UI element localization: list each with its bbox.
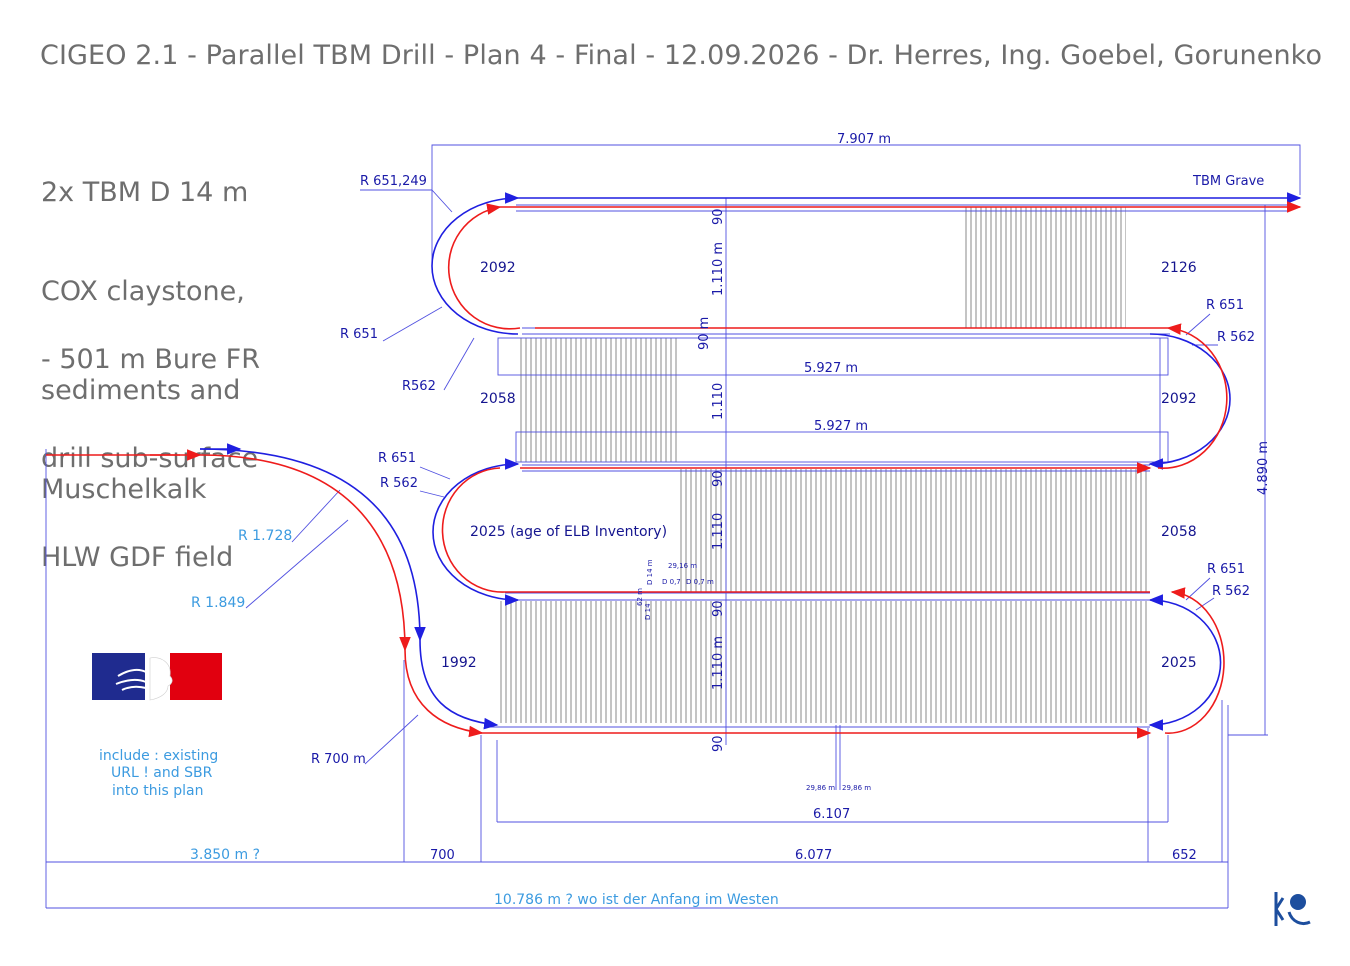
span-label: 5.927 m — [814, 419, 868, 434]
radius-label: R 562 — [1212, 584, 1250, 599]
detail-label: 29,86 m — [806, 784, 835, 792]
detail-label: 29,16 m — [668, 562, 697, 570]
top-width-label: 7.907 m — [837, 132, 891, 147]
spacing-label: 90 — [711, 600, 726, 617]
year-label: 2058 — [1161, 524, 1197, 540]
year-label: 2058 — [480, 391, 516, 407]
year-label: 1992 — [441, 655, 477, 671]
storage-field — [517, 338, 678, 462]
include-note-line: into this plan — [112, 783, 204, 799]
radius-label: R 651 — [378, 451, 416, 466]
storage-field — [963, 207, 1126, 328]
spacing-label: 90 — [711, 470, 726, 487]
year-label: 2025 (age of ELB Inventory) — [470, 524, 667, 540]
storage-field — [499, 601, 1148, 723]
span-label: 700 — [430, 848, 455, 863]
note-line: sediments and — [41, 375, 241, 406]
detail-label: 29,86 m — [842, 784, 871, 792]
spacing-label: 1.110 — [711, 383, 726, 420]
republique-francaise-logo — [92, 653, 222, 701]
site-note: - 501 m Bure FR drill sub-surface HLW GD… — [41, 277, 260, 607]
include-note-line: URL ! and SBR — [111, 765, 213, 781]
span-label: 6.107 — [813, 807, 850, 822]
include-note-line: include : existing — [99, 748, 218, 764]
year-label: 2092 — [1161, 391, 1197, 407]
span-label: 652 — [1172, 848, 1197, 863]
page-title: CIGEO 2.1 - Parallel TBM Drill - Plan 4 … — [40, 40, 1323, 71]
radius-label: R 651 — [340, 327, 378, 342]
year-label: 2126 — [1161, 260, 1197, 276]
detail-label: D 0,7 — [662, 578, 681, 586]
spacing-label: 90 — [711, 735, 726, 752]
note-line: Muschelkalk — [41, 474, 207, 505]
span-label: 6.077 — [795, 848, 832, 863]
geology-note: 2x TBM D 14 m COX claystone, sediments a… — [41, 110, 248, 539]
span-label: 3.850 m ? — [190, 847, 260, 863]
tunnel-red — [46, 201, 1302, 739]
radius-label: R 562 — [1217, 330, 1255, 345]
detail-label: D 14 m — [646, 559, 654, 585]
note-line: HLW GDF field — [41, 542, 234, 573]
span-label: 5.927 m — [804, 361, 858, 376]
radius-label: R 1.849 — [191, 595, 245, 611]
radius-label: R 700 m — [311, 752, 366, 767]
radius-label: R562 — [402, 379, 436, 394]
note-line: - 501 m Bure FR — [41, 344, 260, 375]
year-label: 2092 — [480, 260, 516, 276]
year-label: 2025 — [1161, 655, 1197, 671]
span-label: 10.786 m ? wo ist der Anfang im Westen — [494, 892, 779, 908]
radius-label: R 562 — [380, 476, 418, 491]
spacing-label: 1.110 m — [711, 636, 726, 690]
storage-field — [680, 469, 1148, 592]
detail-label: D 14 — [644, 603, 652, 620]
spacing-label: 1.110 m — [711, 242, 726, 296]
tunnel-blue — [199, 192, 1302, 731]
tbm-grave-label: TBM Grave — [1192, 174, 1264, 189]
spacing-label: 90 m — [697, 317, 712, 350]
radius-label: R 1.728 — [238, 528, 292, 544]
note-line: 2x TBM D 14 m — [41, 177, 249, 208]
height-label: 4.890 m — [1256, 441, 1271, 495]
radius-label: R 651,249 — [360, 174, 427, 189]
spacing-label: 90 — [711, 208, 726, 225]
company-logo — [1272, 888, 1311, 928]
radius-label: R 651 — [1207, 562, 1245, 577]
detail-label: 62 m — [636, 588, 644, 606]
spacing-label: 1.110 — [711, 513, 726, 550]
radius-label: R 651 — [1206, 298, 1244, 313]
note-line: COX claystone, — [41, 276, 245, 307]
detail-label: D 0,7 m — [686, 578, 714, 586]
